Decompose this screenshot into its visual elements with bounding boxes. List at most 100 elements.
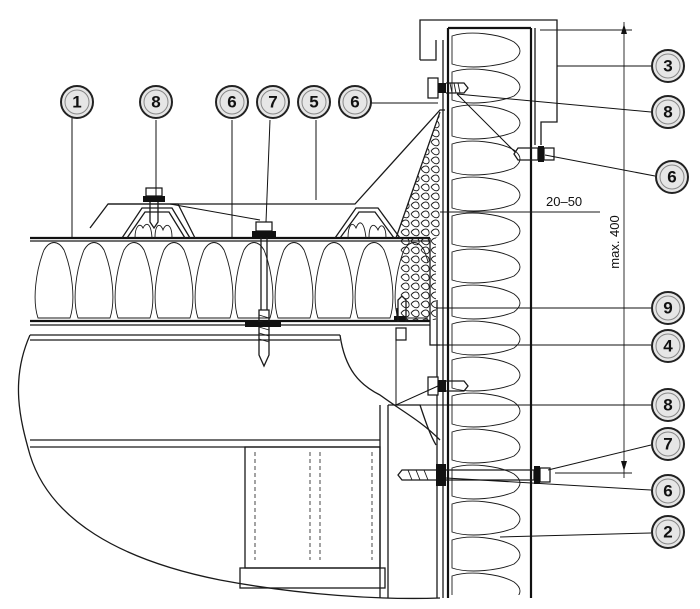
wool-loop [400, 174, 410, 183]
callout-4-label: 4 [663, 337, 673, 356]
callout-8b-label: 8 [663, 103, 672, 122]
wool-loop [430, 219, 440, 228]
wool-loop [410, 237, 420, 246]
wool-loop [420, 237, 430, 246]
callout-1-label: 1 [72, 93, 81, 112]
callout-8-top-left: 8 [139, 85, 173, 119]
roof-cell [354, 242, 394, 319]
max-height-label: max. 400 [607, 215, 622, 268]
wool-loop [410, 300, 420, 309]
wool-loop [410, 318, 420, 320]
rib-right-inner [339, 211, 395, 239]
wool-loop [410, 282, 420, 291]
callout-7b-label: 7 [663, 435, 672, 454]
wool-loop [420, 309, 430, 318]
wall-cell [451, 536, 521, 572]
callout-7-top: 7 [256, 85, 290, 119]
wool-loop [410, 112, 420, 120]
wool-loop [430, 246, 440, 255]
wool-loop [400, 309, 410, 318]
callout-7-right: 7 [651, 427, 685, 461]
wool-loop [410, 291, 420, 300]
wool-loop [400, 228, 410, 237]
purlin-end-curve [339, 334, 441, 441]
callout-8-right-top: 8 [651, 95, 685, 129]
wool-loop [420, 246, 430, 255]
wall-cell [451, 572, 521, 595]
wool-loop [400, 255, 410, 264]
wool-loop [420, 282, 430, 291]
wool-loop [430, 273, 440, 282]
callout-6-right-upper: 6 [655, 160, 689, 194]
screw-wall-upper [513, 146, 555, 162]
callout-2-label: 2 [663, 523, 672, 542]
wool-loop [420, 210, 430, 219]
top-flashing-3-return [420, 40, 437, 61]
wool-loop [400, 282, 410, 291]
wall-cell [451, 32, 521, 68]
wool-loop [430, 165, 440, 174]
wool-loop [420, 273, 430, 282]
wool-loop [420, 291, 430, 300]
wool-loop [430, 147, 440, 156]
wool-loop [410, 210, 420, 219]
rib-right-insulation [347, 222, 387, 239]
wool-loop [400, 237, 410, 246]
wool-loop [430, 237, 440, 246]
wool-loop [420, 165, 430, 174]
wool-loop [430, 156, 440, 165]
screw-roof [245, 221, 281, 368]
wool-loop [410, 165, 420, 174]
wool-loop [430, 183, 440, 192]
wool-loop [400, 246, 410, 255]
callout-5-label: 5 [309, 93, 318, 112]
mineral-wool-fill [400, 112, 440, 320]
wall-cell [451, 284, 521, 320]
wool-loop [430, 282, 440, 291]
wool-loop [410, 156, 420, 165]
wool-loop [430, 201, 440, 210]
roof-cell [394, 242, 428, 319]
wall-cell [451, 464, 521, 500]
rib-left [121, 207, 191, 239]
wall-cell [451, 356, 521, 392]
wall-sandwich-panel [436, 26, 536, 598]
wool-loop [400, 192, 410, 201]
callout-9: 9 [651, 291, 685, 325]
roof-cell [234, 242, 274, 319]
wool-loop [410, 147, 420, 156]
wool-loop [430, 192, 440, 201]
wool-loop [410, 219, 420, 228]
wool-loop [430, 264, 440, 273]
lower-outline-curve [17, 334, 441, 600]
top-flashing-3 [419, 19, 558, 145]
wool-loop [430, 318, 440, 320]
wool-loop [430, 291, 440, 300]
wool-loop [420, 219, 430, 228]
callout-7a-label: 7 [268, 93, 277, 112]
leader-2 [499, 532, 652, 538]
wool-loop [410, 192, 420, 201]
leader-7a [265, 119, 271, 223]
wool-loop [410, 120, 420, 129]
wool-loop [430, 210, 440, 219]
wool-loop [420, 228, 430, 237]
wool-loop [420, 264, 430, 273]
wool-loop [400, 165, 410, 174]
leader-5-extra [169, 203, 261, 221]
screw-wall-lower [397, 464, 551, 486]
wool-loop [420, 174, 430, 183]
wool-loop [410, 246, 420, 255]
callout-6c-label: 6 [667, 168, 676, 187]
callout-3-label: 3 [663, 57, 672, 76]
wool-loop [430, 138, 440, 147]
callout-6a-label: 6 [227, 93, 236, 112]
leader-lines [71, 65, 656, 538]
callout-4: 4 [651, 329, 685, 363]
wall-cell [451, 392, 521, 428]
wool-loop [420, 255, 430, 264]
wall-cell [451, 428, 521, 464]
roof-insulation-cells [34, 242, 428, 319]
wool-loop [410, 228, 420, 237]
